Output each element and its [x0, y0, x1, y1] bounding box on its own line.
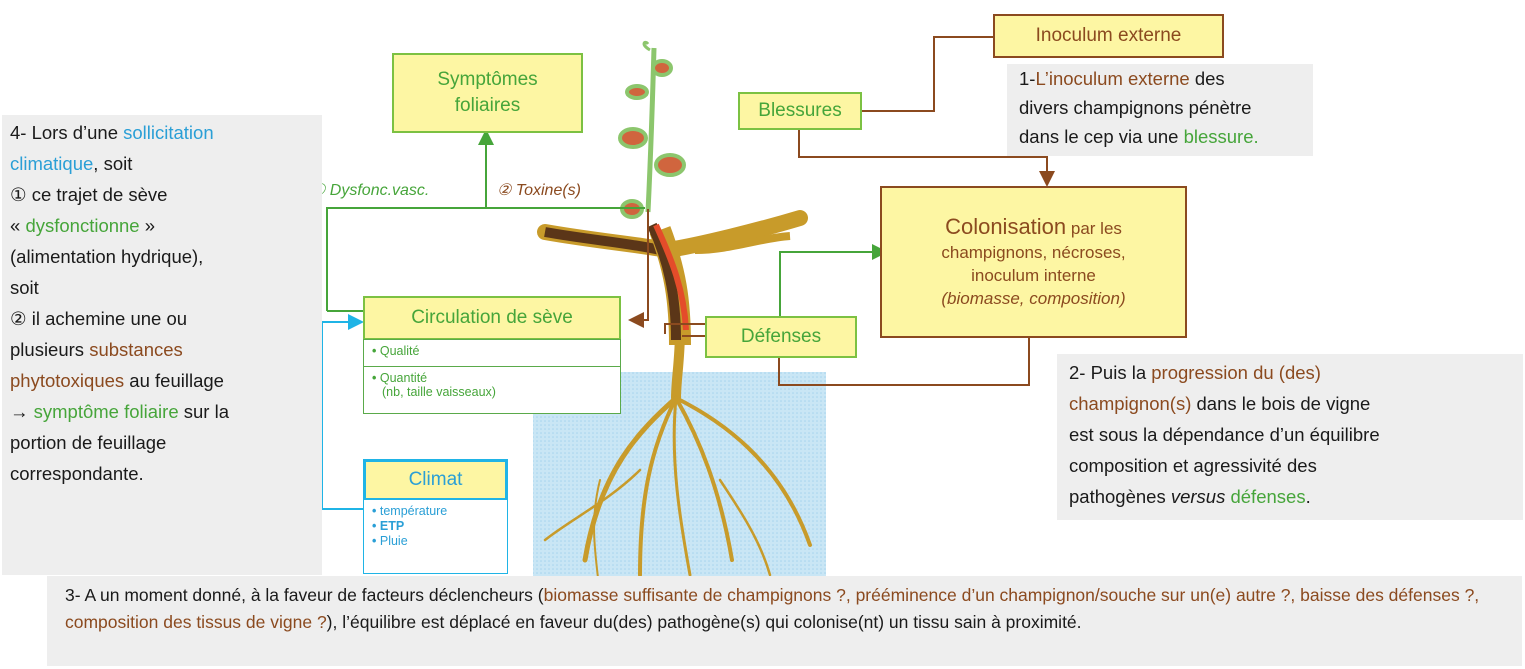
- note2-line2: dans le bois de vigne: [1191, 393, 1370, 414]
- note2-line4: composition et agressivité des: [1069, 450, 1523, 481]
- note4-line12: correspondante.: [10, 458, 322, 489]
- climat-label: Climat: [409, 469, 463, 491]
- note4-line3: ① ce trajet de sève: [10, 179, 322, 210]
- climat-item-etp: ETP: [372, 519, 507, 534]
- note2-champignons: champignon(s): [1069, 393, 1191, 414]
- qualite-label: Qualité: [372, 344, 419, 358]
- note4-climatique: climatique: [10, 153, 93, 174]
- note1-text-3: dans le cep via une: [1019, 126, 1184, 147]
- colonisation-text-3: inoculum interne: [971, 264, 1096, 287]
- note-3: 3- A un moment donné, à la faveur de fac…: [47, 576, 1522, 666]
- note4-quote-open: «: [10, 215, 25, 236]
- circulation-qualite: Qualité: [363, 339, 621, 367]
- circulation-seve-box: Circulation de sève: [363, 296, 621, 340]
- note-1: 1-L’inoculum externe des divers champign…: [1007, 64, 1313, 156]
- note4-line2: , soit: [93, 153, 132, 174]
- note4-line9: au feuillage: [124, 370, 224, 391]
- colonisation-text-1: par les: [1066, 219, 1122, 238]
- note2-pathogenes: pathogènes: [1069, 486, 1171, 507]
- inoculum-externe-box: Inoculum externe: [993, 14, 1224, 58]
- note4-dysfonctionne: dysfonctionne: [25, 215, 139, 236]
- circulation-quantite: Quantité (nb, taille vaisseaux): [363, 366, 621, 414]
- climat-item-temperature: température: [372, 504, 507, 519]
- note2-line3: est sous la dépendance d’un équilibre: [1069, 419, 1523, 450]
- note1-blessure: blessure.: [1184, 126, 1259, 147]
- climat-box: Climat: [363, 459, 508, 501]
- vine-shoot: [620, 42, 684, 217]
- note2-progression: progression du (des): [1151, 362, 1321, 383]
- climat-list: température ETP Pluie: [363, 500, 508, 574]
- climat-item-pluie: Pluie: [372, 534, 507, 549]
- note-4: 4- Lors d’une sollicitation climatique, …: [2, 115, 322, 575]
- note2-period: .: [1306, 486, 1311, 507]
- colonisation-title: Colonisation: [945, 214, 1066, 239]
- note4-line7: ② il achemine une ou: [10, 303, 322, 334]
- defenses-label: Défenses: [741, 326, 821, 348]
- note4-symptome: symptôme foliaire: [34, 401, 179, 422]
- quantite-sub-label: (nb, taille vaisseaux): [372, 385, 620, 399]
- blessures-box: Blessures: [738, 92, 862, 130]
- defenses-box: Défenses: [705, 316, 857, 358]
- note3-text-c: ), l’équilibre est déplacé en faveur du(…: [327, 612, 1082, 632]
- note4-line10: sur la: [179, 401, 229, 422]
- note4-line5: (alimentation hydrique),: [10, 241, 322, 272]
- colonisation-text-2: champignons, nécroses,: [941, 241, 1125, 264]
- note1-text-1: des: [1190, 68, 1225, 89]
- note4-line1: 4- Lors d’une: [10, 122, 123, 143]
- note4-substances: substances: [89, 339, 183, 360]
- blessures-label: Blessures: [758, 100, 841, 122]
- note3-text-a: 3- A un moment donné, à la faveur de fac…: [65, 585, 544, 605]
- colonisation-box: Colonisation par les champignons, nécros…: [880, 186, 1187, 338]
- inoculum-externe-label: Inoculum externe: [1036, 25, 1182, 47]
- note4-arrow: →: [10, 401, 34, 422]
- colonisation-text-italic: (biomasse, composition): [941, 287, 1125, 310]
- note4-phytotoxiques: phytotoxiques: [10, 370, 124, 391]
- dysfonc-label: ① Dysfonc.vasc.: [311, 180, 429, 200]
- note-2: 2- Puis la progression du (des) champign…: [1057, 354, 1523, 520]
- circulation-seve-label: Circulation de sève: [411, 307, 573, 329]
- climate-connector: [322, 322, 363, 509]
- toxine-label: ② Toxine(s): [497, 180, 581, 200]
- note4-line8: plusieurs: [10, 339, 89, 360]
- quantite-label: Quantité: [372, 371, 427, 385]
- note2-versus: versus: [1171, 486, 1226, 507]
- symptomes-foliaires-box: Symptômes foliaires: [392, 53, 583, 133]
- note4-line6: soit: [10, 272, 322, 303]
- note2-line1: 2- Puis la: [1069, 362, 1151, 383]
- note1-inoculum: L’inoculum externe: [1035, 68, 1189, 89]
- note1-text-2: divers champignons pénètre: [1019, 93, 1313, 122]
- note4-line11: portion de feuillage: [10, 427, 322, 458]
- note1-number: 1-: [1019, 68, 1035, 89]
- symptomes-foliaires-label: Symptômes foliaires: [414, 67, 561, 119]
- note4-quote-close: »: [140, 215, 155, 236]
- note4-sollicitation: sollicitation: [123, 122, 214, 143]
- note2-defenses: défenses: [1230, 486, 1305, 507]
